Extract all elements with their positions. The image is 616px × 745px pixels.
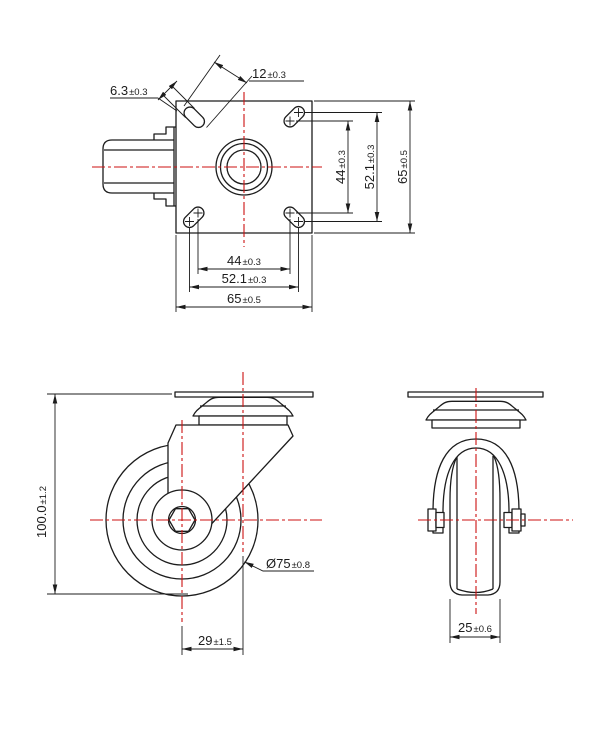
front-view: 100.0±1.2 Ø75±0.8 29±1.5 bbox=[34, 372, 322, 655]
dim-slot-width: 6.3±0.3 bbox=[110, 83, 148, 98]
dim-holes-h-outer: 52.1±0.3 bbox=[222, 271, 267, 286]
dims-right: 44±0.3 52.1±0.3 65±0.5 bbox=[296, 100, 415, 234]
dim-swivel-offset: 29±1.5 bbox=[198, 633, 232, 648]
dim-holes-v-outer: 52.1±0.3 bbox=[362, 145, 377, 190]
dim-overall-height: 100.0±1.2 bbox=[34, 486, 49, 538]
dim-offset: 29±1.5 bbox=[181, 556, 244, 655]
dim-slot-length: 12±0.3 bbox=[252, 66, 286, 81]
dims-bottom: 44±0.3 52.1±0.3 65±0.5 bbox=[175, 219, 313, 312]
dim-wheel-diameter-label: Ø75±0.8 bbox=[266, 556, 310, 571]
dim-wheel-width-label: 25±0.6 bbox=[458, 620, 492, 635]
mounting-slots bbox=[182, 105, 306, 229]
dim-height: 100.0±1.2 bbox=[34, 393, 188, 595]
top-view: 44±0.3 52.1±0.3 65±0.5 44±0.3 52.1±0.3 6… bbox=[92, 54, 415, 312]
dim-plate-width: 65±0.5 bbox=[227, 291, 261, 306]
dim-wheel-width: 25±0.6 bbox=[449, 599, 501, 643]
dims-slot: 12±0.3 6.3±0.3 bbox=[110, 54, 304, 128]
dim-holes-h-inner: 44±0.3 bbox=[227, 253, 261, 268]
dim-plate-height: 65±0.5 bbox=[395, 150, 410, 184]
dim-wheel-diameter: Ø75±0.8 bbox=[244, 556, 314, 572]
hole-center-marks bbox=[185, 108, 303, 226]
top-plate-front bbox=[174, 391, 314, 398]
side-view: 25±0.6 bbox=[407, 388, 573, 643]
dim-holes-v-inner: 44±0.3 bbox=[333, 150, 348, 184]
